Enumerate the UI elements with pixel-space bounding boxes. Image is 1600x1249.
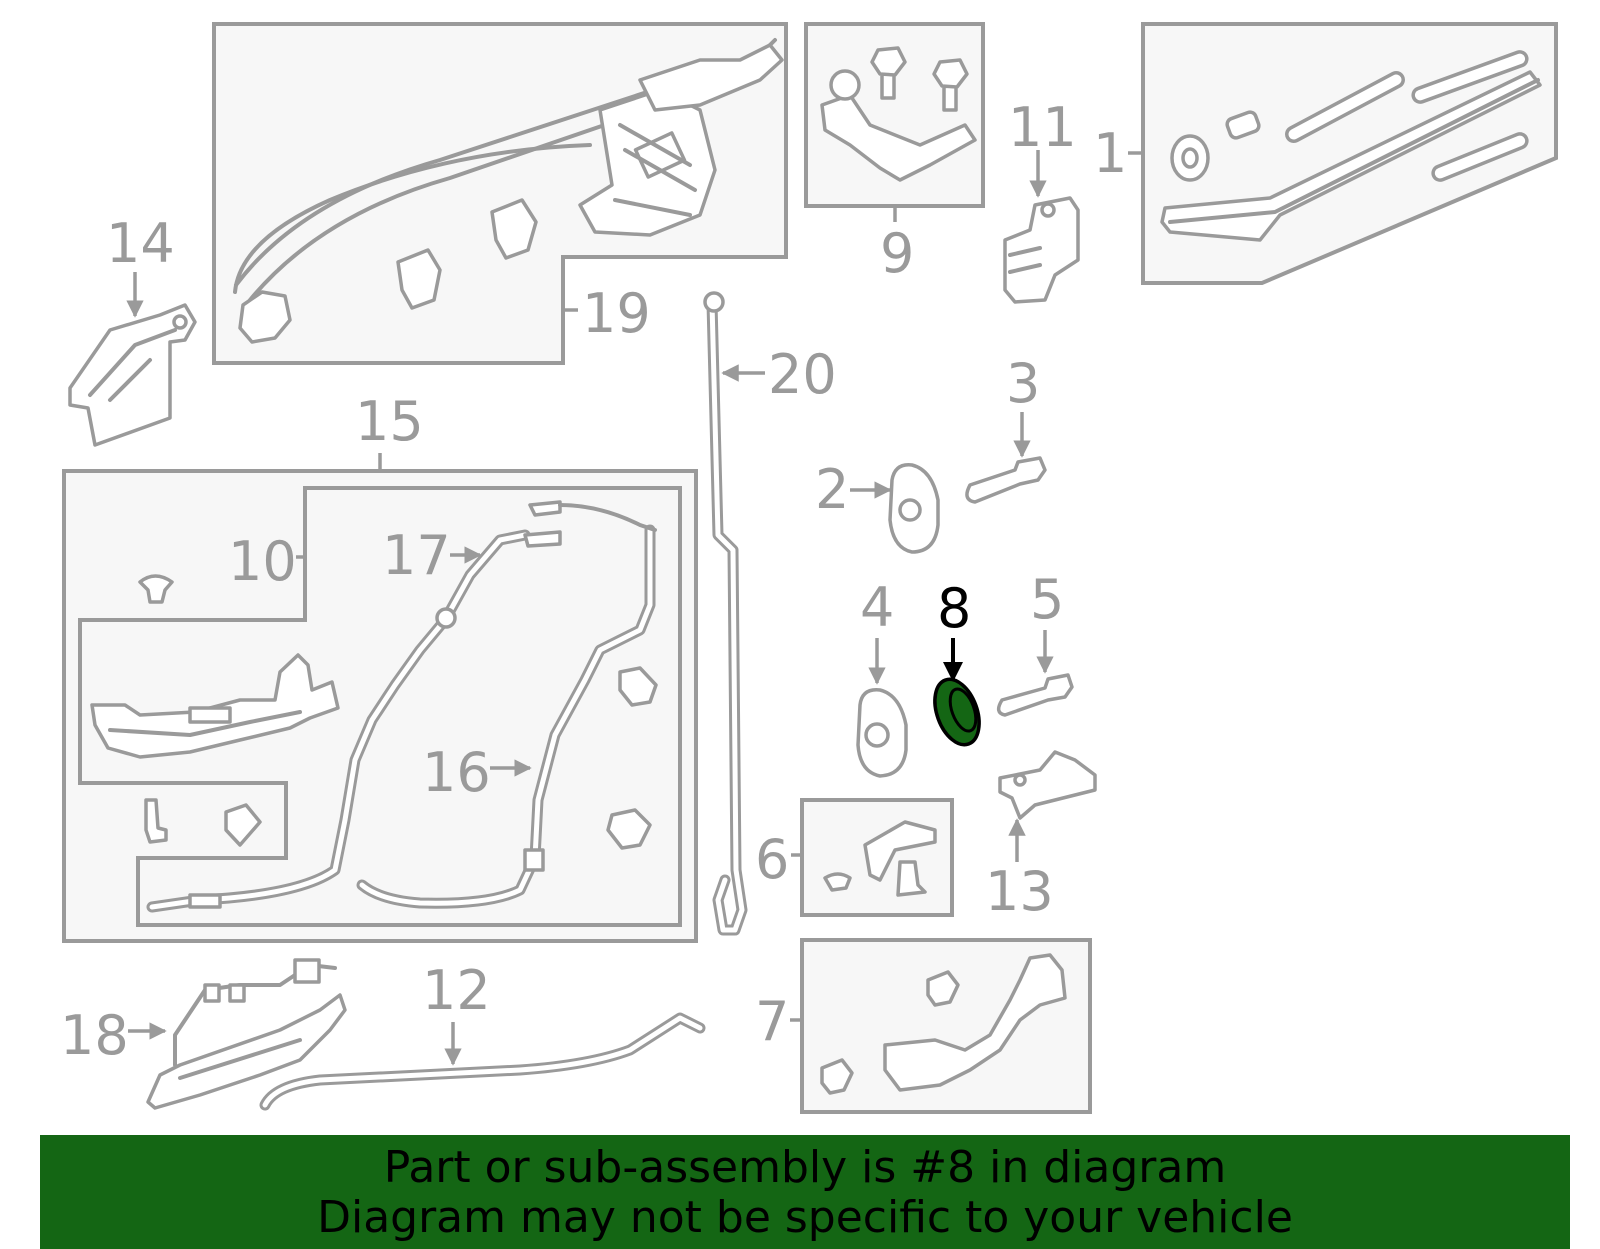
part-19-bracket — [238, 290, 292, 344]
part-9-bolt-b — [932, 58, 969, 112]
part-9-bolt-a — [870, 46, 907, 100]
callout-17: 17 — [382, 524, 451, 587]
callout-11: 11 — [1008, 96, 1077, 159]
part-7-bolt-b — [820, 1058, 854, 1095]
callout-20: 20 — [768, 343, 837, 406]
callout-13: 13 — [985, 860, 1054, 923]
part-19-clip-a — [396, 248, 442, 310]
part-7-bolt-a — [926, 970, 960, 1007]
part-19-motor — [638, 43, 784, 112]
part-9-group — [804, 22, 985, 222]
part-2 — [850, 463, 940, 554]
callout-19: 19 — [582, 282, 651, 345]
part-18 — [128, 958, 347, 1110]
part-6-bracket — [863, 820, 937, 882]
part-11 — [1003, 150, 1080, 304]
part-14 — [68, 272, 197, 447]
callout-16: 16 — [422, 741, 491, 804]
callout-8: 8 — [937, 577, 971, 640]
callout-6: 6 — [755, 828, 789, 891]
part-19-rail — [234, 38, 777, 287]
part-13 — [998, 750, 1097, 862]
part-3 — [965, 412, 1047, 504]
callout-4: 4 — [860, 576, 894, 639]
callout-labels: 1 2 3 4 5 6 7 8 9 10 11 12 13 14 15 16 1… — [60, 96, 1127, 1067]
banner-line-2: Diagram may not be specific to your vehi… — [317, 1192, 1293, 1243]
part-15-clip-c — [618, 666, 658, 707]
part-15-clip-b — [224, 803, 262, 847]
callout-3: 3 — [1006, 352, 1040, 415]
part-1-strip — [1160, 70, 1542, 242]
callout-15: 15 — [355, 390, 424, 453]
part-19-clip-b — [490, 198, 538, 260]
callout-5: 5 — [1030, 568, 1064, 631]
part-7-group — [790, 938, 1092, 1114]
callout-1: 1 — [1093, 122, 1127, 185]
part-15-clip-a — [144, 798, 168, 844]
banner-line-1: Part or sub-assembly is #8 in diagram — [383, 1142, 1227, 1193]
part-20 — [703, 291, 765, 936]
part-1-group — [1128, 22, 1558, 285]
callout-2: 2 — [815, 458, 849, 521]
part-6-clip — [896, 860, 927, 897]
part-15-group — [62, 453, 698, 943]
callout-10: 10 — [228, 530, 297, 593]
part-5 — [996, 630, 1074, 717]
part-9-hinge — [820, 93, 977, 182]
part-15-clip-d — [606, 808, 652, 850]
part-6-group — [791, 798, 954, 917]
part-7-hinge — [883, 953, 1067, 1092]
callout-14: 14 — [106, 212, 175, 275]
callout-9: 9 — [880, 222, 914, 285]
part-19-group — [212, 22, 788, 365]
part-6-bolt — [823, 872, 852, 892]
callout-18: 18 — [60, 1004, 129, 1067]
part-12 — [259, 1012, 706, 1111]
callout-12: 12 — [422, 959, 491, 1022]
part-8-highlighted — [933, 638, 981, 747]
part-4 — [856, 638, 908, 778]
callout-7: 7 — [755, 990, 789, 1053]
info-banner: Part or sub-assembly is #8 in diagram Di… — [40, 1135, 1570, 1249]
part-10-clip — [138, 574, 174, 604]
